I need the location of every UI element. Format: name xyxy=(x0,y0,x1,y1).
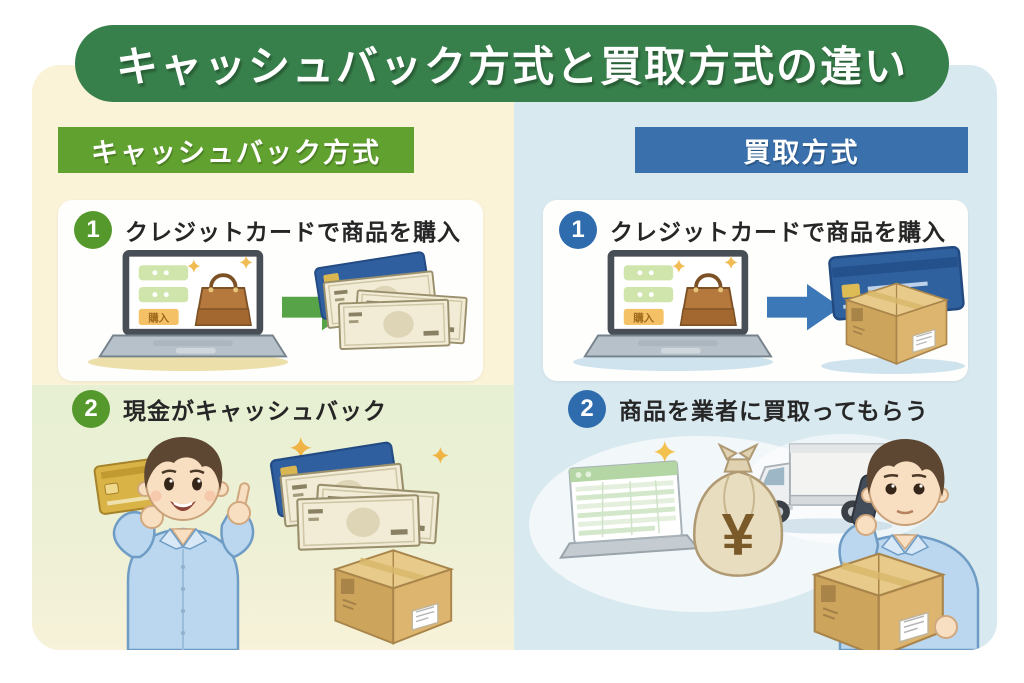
cashback-step2-illustration xyxy=(93,437,514,650)
step-number-badge: 1 xyxy=(74,211,112,249)
kaitori-header-label: 買取方式 xyxy=(743,137,860,168)
cashback-step1-head: 1 クレジットカードで商品を購入 xyxy=(58,200,483,249)
cashback-step1-illustration xyxy=(88,248,483,371)
kaitori-header: 買取方式 xyxy=(635,127,968,173)
spreadsheet-laptop-icon xyxy=(553,459,699,559)
cash-banknotes-icon xyxy=(270,442,438,550)
cashback-column: キャッシュバック方式 1 クレジットカードで商品を購入 2 現金がキャッシュバッ… xyxy=(32,65,514,650)
kaitori-step2-label: 商品を業者に買取ってもらう xyxy=(619,398,929,424)
sparkle-icon xyxy=(432,447,449,464)
cash-banknotes-icon xyxy=(314,252,466,350)
page-title: キャッシュバック方式と買取方式の違い xyxy=(115,43,908,90)
laptop-shadow xyxy=(573,353,773,371)
step-number-badge: 2 xyxy=(568,390,606,428)
step-number-badge: 2 xyxy=(72,390,110,428)
kaitori-step1-illustration xyxy=(573,246,966,374)
man-with-gold-card xyxy=(93,437,255,650)
cardboard-box-icon xyxy=(335,550,451,643)
cashback-step1-card: 1 クレジットカードで商品を購入 xyxy=(58,200,483,381)
cardboard-box-icon xyxy=(846,283,946,363)
laptop-shopping-icon xyxy=(97,248,288,359)
kaitori-step1-label: クレジットカードで商品を購入 xyxy=(610,219,946,245)
kaitori-step1-card: 1 クレジットカードで商品を購入 xyxy=(543,200,968,381)
cashback-step2-head: 2 現金がキャッシュバック xyxy=(72,390,387,428)
laptop-shopping-icon xyxy=(582,248,773,359)
cashback-step2-label: 現金がキャッシュバック xyxy=(123,398,387,424)
kaitori-column: 買取方式 1 クレジットカードで商品を購入 2 商品を業者に買取ってもらう xyxy=(514,65,997,650)
title-banner: キャッシュバック方式と買取方式の違い xyxy=(75,25,949,102)
laptop-shadow xyxy=(88,353,288,371)
arrow-right-icon xyxy=(767,284,841,331)
kaitori-step2-section: 2 商品を業者に買取ってもらう xyxy=(514,385,997,650)
box-shadow xyxy=(821,358,965,374)
content-panel: キャッシュバック方式 1 クレジットカードで商品を購入 2 現金がキャッシュバッ… xyxy=(32,65,997,650)
cashback-header-label: キャッシュバック方式 xyxy=(91,137,381,168)
cashback-step2-section: 2 現金がキャッシュバック xyxy=(32,385,514,650)
cashback-header: キャッシュバック方式 xyxy=(58,127,414,173)
kaitori-step1-head: 1 クレジットカードで商品を購入 xyxy=(543,200,968,249)
cashback-step1-label: クレジットカードで商品を購入 xyxy=(125,219,461,245)
cardboard-box-icon xyxy=(815,554,943,650)
man-on-phone-with-box xyxy=(815,439,980,650)
kaitori-step2-illustration xyxy=(529,434,980,650)
step-number-badge: 1 xyxy=(559,211,597,249)
kaitori-step2-head: 2 商品を業者に買取ってもらう xyxy=(568,390,929,428)
